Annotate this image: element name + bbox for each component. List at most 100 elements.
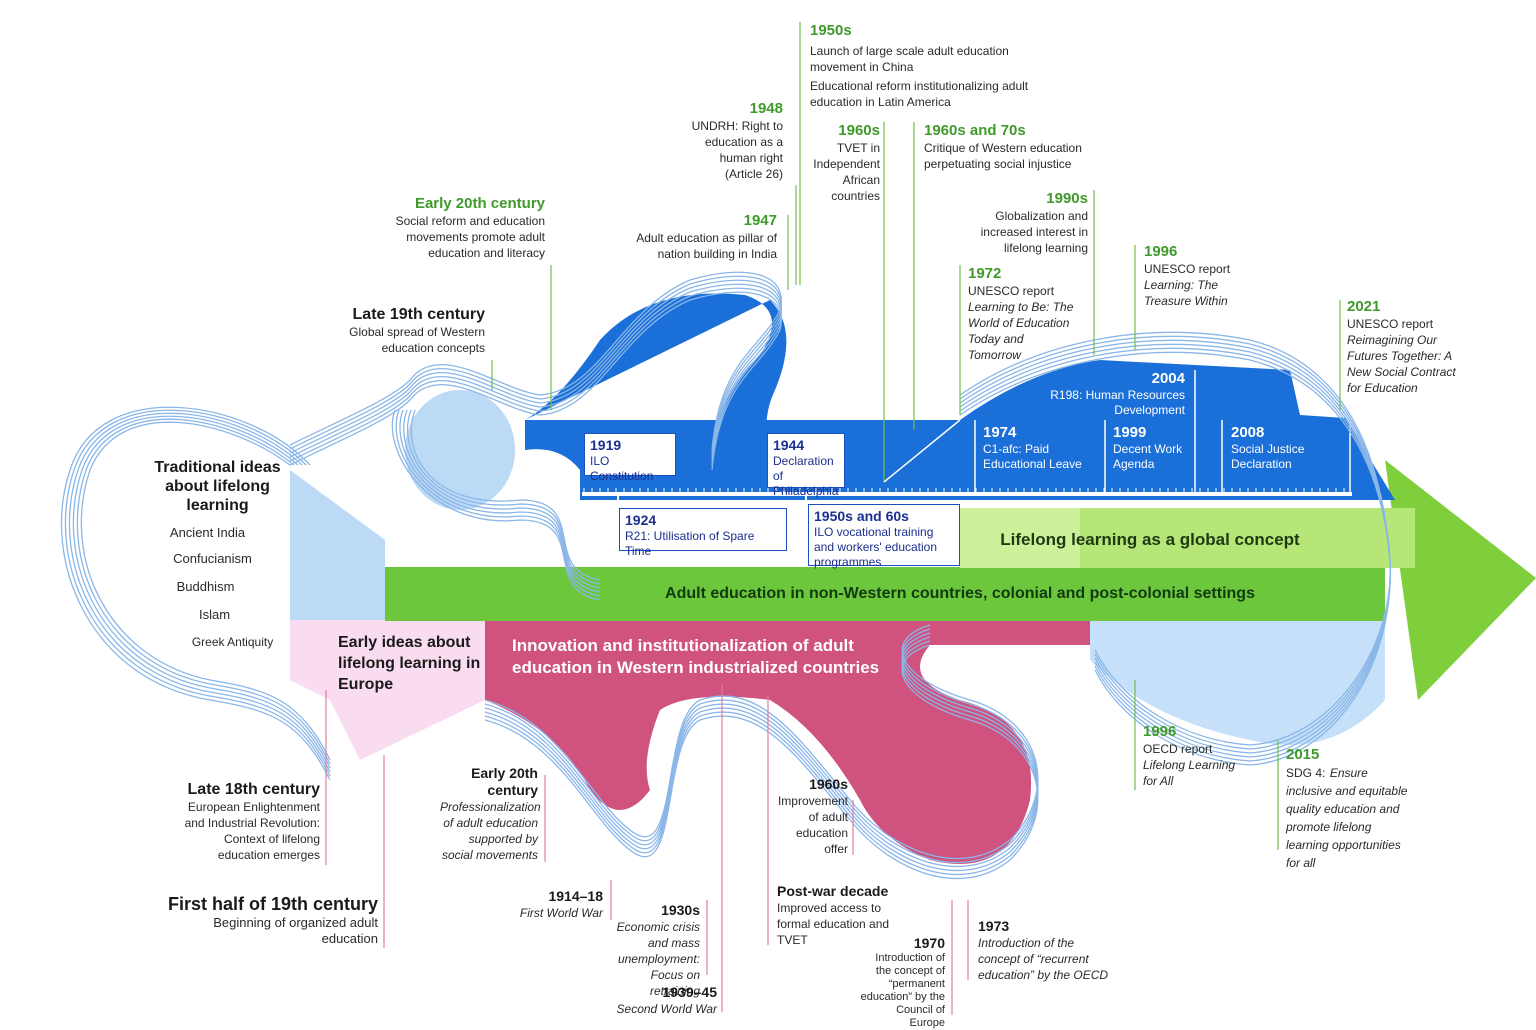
- event-2015: 2015 SDG 4: Ensure inclusive and equitab…: [1286, 746, 1411, 872]
- event-1939-45: 1939–45 Second World War: [615, 984, 717, 1017]
- ribbon-streamline: [289, 279, 782, 459]
- event-year: 1947: [743, 212, 777, 229]
- right-light-shape: [1090, 620, 1385, 745]
- arrow-head: [1385, 460, 1536, 700]
- event-1960s-top: 1960s TVET in Independent African countr…: [808, 122, 880, 204]
- event-year: Post-war decade: [777, 883, 889, 899]
- ribbon-streamline: [289, 291, 782, 471]
- event-first-half-19th: First half of 19th century Beginning of …: [160, 893, 378, 947]
- ribbon-streamline: [68, 412, 331, 773]
- event-text: UNESCO report: [968, 284, 1055, 298]
- event-italic: First World War: [519, 906, 603, 920]
- event-text: Launch of large scale adult education mo…: [810, 44, 1009, 74]
- event-1948: 1948 UNDRH: Right to education as a huma…: [685, 100, 783, 182]
- ilo-1924-year: 1924: [625, 512, 657, 528]
- event-year: 1996: [1143, 723, 1177, 740]
- ilo-1950s-60s: 1950s and 60s ILO vocational training an…: [808, 504, 960, 569]
- traditional-item: Confucianism: [173, 551, 252, 566]
- event-text: Critique of Western education perpetuati…: [924, 141, 1082, 171]
- event-post-war: Post-war decade Improved access to forma…: [777, 883, 897, 948]
- event-year: Late 18th century: [187, 781, 320, 798]
- event-late-18th: Late 18th century European Enlightenment…: [170, 780, 320, 863]
- event-year: 1939–45: [662, 984, 717, 1000]
- event-year: 1930s: [661, 902, 700, 918]
- global-band-title: Lifelong learning as a global concept: [1000, 530, 1300, 549]
- ribbon-streamline: [60, 406, 331, 781]
- timeline-ruler: [582, 492, 1352, 496]
- ribbon-streamline: [484, 624, 1039, 860]
- event-year: Early 20th century: [471, 765, 538, 798]
- event-year: Early 20th century: [414, 195, 545, 212]
- event-1996-unesco: 1996 UNESCO report Learning: The Treasur…: [1144, 243, 1244, 309]
- event-1996-oecd: 1996 OECD report Lifelong Learning for A…: [1143, 723, 1238, 789]
- event-italic: Learning: The Treasure Within: [1144, 278, 1228, 308]
- ilo-1919: 1919 ILO Constitution: [584, 433, 676, 483]
- ribbon-streamline: [959, 331, 1391, 766]
- ilo-1924-text: R21: Utilisation of Spare Time: [625, 529, 755, 558]
- event-text: Globalization and increased interest in …: [980, 209, 1088, 255]
- nonwestern-band: [385, 567, 1385, 621]
- ribbon-streamline: [484, 636, 1039, 872]
- ribbon-streamline: [391, 409, 601, 601]
- nonwestern-band-title: Adult education in non-Western countries…: [665, 585, 1255, 602]
- event-year: 1972: [968, 265, 1002, 282]
- ribbon-streamline: [484, 640, 1039, 876]
- blue-wave-lobe: [525, 293, 787, 470]
- ilo-2004: 2004 R198: Human Resources Development: [1050, 370, 1185, 418]
- event-text: Introduction of the concept of “permanen…: [860, 952, 945, 1029]
- europe-band: [290, 620, 485, 760]
- ribbon-streamline: [72, 415, 331, 769]
- ilo-1974-text: C1-afc: Paid Educational Leave: [983, 442, 1082, 471]
- event-year: 2021: [1347, 298, 1381, 315]
- ribbon-streamline: [403, 409, 601, 589]
- ilo-1974: 1974 C1-afc: Paid Educational Leave: [983, 424, 1101, 472]
- event-early-20th-top: Early 20th century Social reform and edu…: [390, 195, 545, 261]
- event-text: UNDRH: Right to education as a human rig…: [691, 119, 783, 181]
- event-text: Global spread of Western education conce…: [349, 325, 485, 355]
- event-text: Social reform and education movements pr…: [395, 214, 545, 260]
- event-1947: 1947 Adult education as pillar of nation…: [625, 212, 777, 262]
- ribbon-streamline: [289, 271, 782, 451]
- event-year: 2015: [1286, 746, 1320, 763]
- western-band-title: Innovation and institutionalization of a…: [512, 636, 880, 677]
- traditional-item: Buddhism: [176, 579, 235, 594]
- ilo-2008: 2008 Social Justice Declaration: [1231, 424, 1331, 472]
- event-text: TVET in Independent African countries: [813, 141, 880, 203]
- event-late-19th: Late 19th century Global spread of Weste…: [330, 305, 485, 356]
- ilo-1919-text: ILO Constitution: [590, 454, 654, 483]
- ilo-1974-year: 1974: [983, 424, 1017, 441]
- ilo-1950s-60s-year: 1950s and 60s: [814, 508, 909, 524]
- event-year: Late 19th century: [352, 306, 485, 323]
- global-band-inner: [1080, 508, 1415, 568]
- ribbon-streamline: [80, 421, 331, 761]
- event-year: 1960s: [809, 776, 848, 792]
- ribbon-streamline: [289, 283, 782, 463]
- event-2021: 2021 UNESCO report Reimagining Our Futur…: [1347, 298, 1467, 396]
- ribbon-streamline: [395, 409, 601, 597]
- ilo-1944: 1944 Declaration of Philadelphia: [767, 433, 845, 498]
- event-year: 1990s: [1046, 190, 1088, 207]
- ribbon-streamline: [484, 644, 1039, 880]
- event-1960s-bottom: 1960s Improvement of adult education off…: [770, 776, 848, 857]
- ribbon-streamline: [289, 275, 782, 455]
- event-italic: Reimagining Our Futures Together: A New …: [1347, 333, 1456, 395]
- event-1930s: 1930s Economic crisis and mass unemploym…: [600, 902, 700, 999]
- traditional-item: Greek Antiquity: [191, 635, 274, 649]
- event-year: 1970: [913, 935, 945, 951]
- traditional-item: Islam: [198, 607, 231, 622]
- event-italic: Lifelong Learning for All: [1143, 758, 1236, 788]
- event-1972: 1972 UNESCO report Learning to Be: The W…: [968, 265, 1078, 363]
- event-year: 1948: [749, 100, 783, 117]
- ribbon-streamline: [484, 632, 1039, 868]
- event-italic: Learning to Be: The World of Education T…: [968, 300, 1074, 362]
- western-band: [485, 620, 1090, 864]
- event-italic: Economic crisis and mass unemployment: F…: [616, 920, 700, 998]
- event-italic: Ensure inclusive and equitable quality e…: [1286, 766, 1408, 870]
- traditional-title: Traditional ideas about lifelong learnin…: [154, 459, 281, 514]
- ilo-1944-text: Declaration of Philadelphia: [773, 454, 839, 498]
- event-text: Improvement of adult education offer: [777, 794, 848, 856]
- europe-band-title: Early ideas about lifelong learning in E…: [338, 634, 481, 693]
- event-year: 1950s: [810, 22, 852, 39]
- ilo-1999-year: 1999: [1113, 424, 1147, 441]
